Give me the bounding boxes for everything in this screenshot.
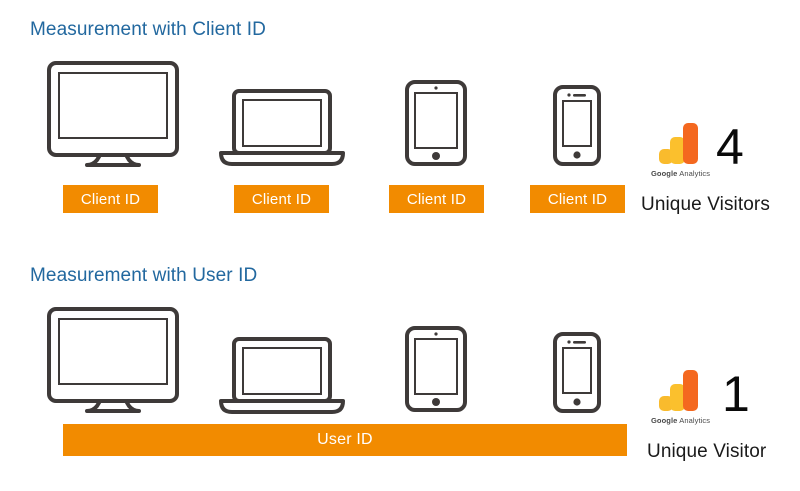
badge-client-id-smartphone[interactable]: Client ID: [530, 185, 625, 213]
google-analytics-logo-icon-user: [656, 367, 702, 411]
section-heading-user-id: Measurement with User ID: [30, 265, 258, 286]
ga-wordmark-google: Google: [651, 416, 678, 425]
google-analytics-wordmark-user: Google Analytics: [651, 416, 710, 425]
ga-bar-medium: [670, 137, 685, 164]
laptop-icon-client: [218, 88, 346, 167]
unique-visitor-caption-user: Unique Visitor: [647, 441, 767, 462]
smartphone-icon-client: [552, 84, 602, 167]
ga-bar-small: [659, 396, 673, 411]
ga-bar-medium: [670, 384, 685, 411]
smartphone-icon-user: [552, 331, 602, 414]
google-analytics-logo-icon-client: [656, 120, 702, 164]
desktop-monitor-icon-client: [45, 59, 181, 167]
badge-client-id-desktop[interactable]: Client ID: [63, 185, 158, 213]
badge-client-id-tablet[interactable]: Client ID: [389, 185, 484, 213]
unique-visitor-count-user: 1: [722, 366, 750, 422]
ga-bar-tall: [683, 123, 698, 164]
tablet-icon-client: [404, 79, 468, 167]
desktop-monitor-icon-user: [45, 305, 181, 413]
ga-bar-small: [659, 149, 673, 164]
badge-user-id-shared[interactable]: User ID: [63, 424, 627, 456]
ga-bar-tall: [683, 370, 698, 411]
tablet-icon-user: [404, 325, 468, 413]
ga-wordmark-google: Google: [651, 169, 678, 178]
ga-wordmark-analytics: Analytics: [679, 169, 711, 178]
unique-visitor-count-client: 4: [716, 119, 744, 175]
ga-wordmark-analytics: Analytics: [679, 416, 711, 425]
unique-visitors-caption-client: Unique Visitors: [641, 194, 770, 215]
google-analytics-wordmark-client: Google Analytics: [651, 169, 710, 178]
section-heading-client-id: Measurement with Client ID: [30, 19, 266, 40]
laptop-icon-user: [218, 336, 346, 415]
badge-client-id-laptop[interactable]: Client ID: [234, 185, 329, 213]
